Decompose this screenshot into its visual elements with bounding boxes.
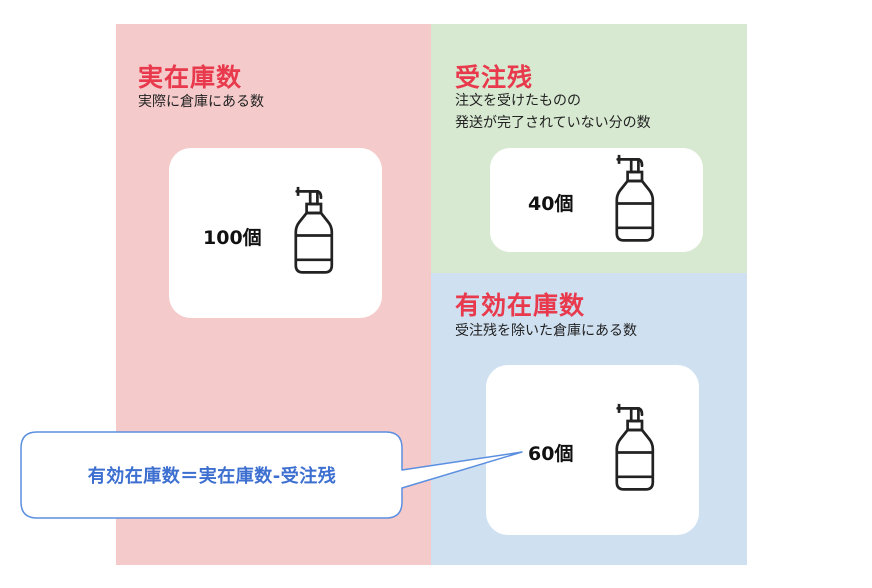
actual-stock-description: 実際に倉庫にある数 (138, 94, 264, 110)
order-backlog-card: 40個 (490, 148, 703, 252)
order-backlog-title: 受注残 (455, 63, 534, 92)
effective-stock-description: 受注残を除いた倉庫にある数 (455, 323, 637, 339)
order-backlog-quantity: 40個 (528, 193, 574, 215)
actual-stock-card: 100個 (169, 148, 382, 318)
effective-stock-quantity: 60個 (528, 443, 574, 465)
order-backlog-panel: 受注残 注文を受けたものの 発送が完了されていない分の数 40個 (431, 24, 747, 273)
effective-stock-panel: 有効在庫数 受注残を除いた倉庫にある数 60個 (431, 273, 747, 565)
actual-stock-title: 実在庫数 (138, 63, 243, 92)
effective-stock-card: 60個 (486, 365, 699, 535)
actual-stock-quantity: 100個 (203, 227, 262, 249)
order-backlog-description-line2: 発送が完了されていない分の数 (455, 115, 651, 131)
order-backlog-description-line1: 注文を受けたものの (455, 93, 581, 109)
formula-text: 有効在庫数＝実在庫数-受注残 (87, 466, 337, 487)
effective-stock-title: 有効在庫数 (455, 291, 586, 320)
